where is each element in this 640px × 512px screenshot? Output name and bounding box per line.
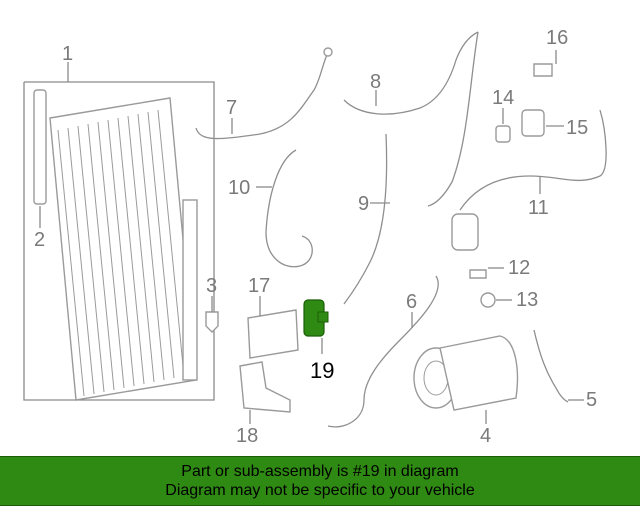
parts-diagram: 1 2 3 4 5 6 7 8 9 10 11 12 13 14 15 16 1… <box>23 27 607 447</box>
control-module-17 <box>247 296 299 359</box>
callout-15: 15 <box>566 117 588 139</box>
cap-12 <box>469 269 487 279</box>
line-8-tube <box>343 31 479 115</box>
cap-13 <box>480 292 496 308</box>
pressure-switch <box>205 296 219 333</box>
valve-14 <box>495 125 511 143</box>
valves-14-15-16 <box>495 50 564 143</box>
callout-16: 16 <box>546 27 568 49</box>
receiver-drier <box>33 89 47 228</box>
condenser-side-tank <box>182 199 198 381</box>
line-9 <box>343 133 390 305</box>
line-5 <box>533 329 584 403</box>
line-9-tube <box>343 133 388 305</box>
line-5-tube <box>533 329 569 403</box>
callout-14: 14 <box>492 87 514 109</box>
pressure-switch-body <box>205 311 219 333</box>
condenser-core <box>49 97 197 401</box>
compressor-4 <box>413 335 519 424</box>
suction-line-11-muffler <box>451 213 479 251</box>
callout-3: 3 <box>206 275 217 297</box>
hose-10 <box>256 149 313 268</box>
callout-9: 9 <box>358 193 369 215</box>
callout-13: 13 <box>516 289 538 311</box>
condenser-bracket-frame <box>23 81 215 401</box>
suction-line-11 <box>451 109 607 251</box>
banner-line-2: Diagram may not be specific to your vehi… <box>165 482 475 499</box>
line-6-tube <box>327 275 439 428</box>
callout-2: 2 <box>34 229 45 251</box>
hose-7-fitting <box>323 47 333 57</box>
bracket-18 <box>239 361 291 424</box>
callout-labels: 1 2 3 4 5 6 7 8 9 10 11 12 13 14 15 16 1… <box>34 27 597 447</box>
receiver-drier-body <box>33 89 47 205</box>
callout-6: 6 <box>406 291 417 313</box>
highlighted-part-19[interactable] <box>303 299 329 354</box>
condenser-assembly <box>23 62 215 401</box>
callout-17: 17 <box>248 275 270 297</box>
long-suction-tube <box>427 31 479 207</box>
callout-12: 12 <box>508 257 530 279</box>
callout-19: 19 <box>310 358 334 383</box>
line-6 <box>327 275 439 428</box>
banner-line-1: Part or sub-assembly is #19 in diagram <box>181 463 459 480</box>
callout-5: 5 <box>586 389 597 411</box>
caps-12-13 <box>469 267 512 308</box>
callout-1: 1 <box>62 43 73 65</box>
compressor-body <box>439 335 519 411</box>
line-8 <box>343 31 479 115</box>
callout-4: 4 <box>480 425 491 447</box>
bracket-18-body <box>239 361 291 413</box>
condenser-fins <box>57 109 185 397</box>
callout-11: 11 <box>528 197 549 219</box>
hose-7 <box>195 47 333 140</box>
hose-7-line <box>195 51 329 140</box>
control-module-17-body <box>247 309 299 359</box>
callout-10: 10 <box>228 177 250 199</box>
suction-line-11-tube <box>459 109 607 211</box>
callout-8: 8 <box>370 71 381 93</box>
hose-10-line <box>265 149 313 268</box>
sensor-16 <box>533 63 553 77</box>
callout-18: 18 <box>236 425 258 447</box>
callout-7: 7 <box>226 97 237 119</box>
part-19-connector <box>317 311 329 323</box>
part-info-banner: Part or sub-assembly is #19 in diagram D… <box>0 456 640 506</box>
expansion-valve-15 <box>521 109 545 137</box>
